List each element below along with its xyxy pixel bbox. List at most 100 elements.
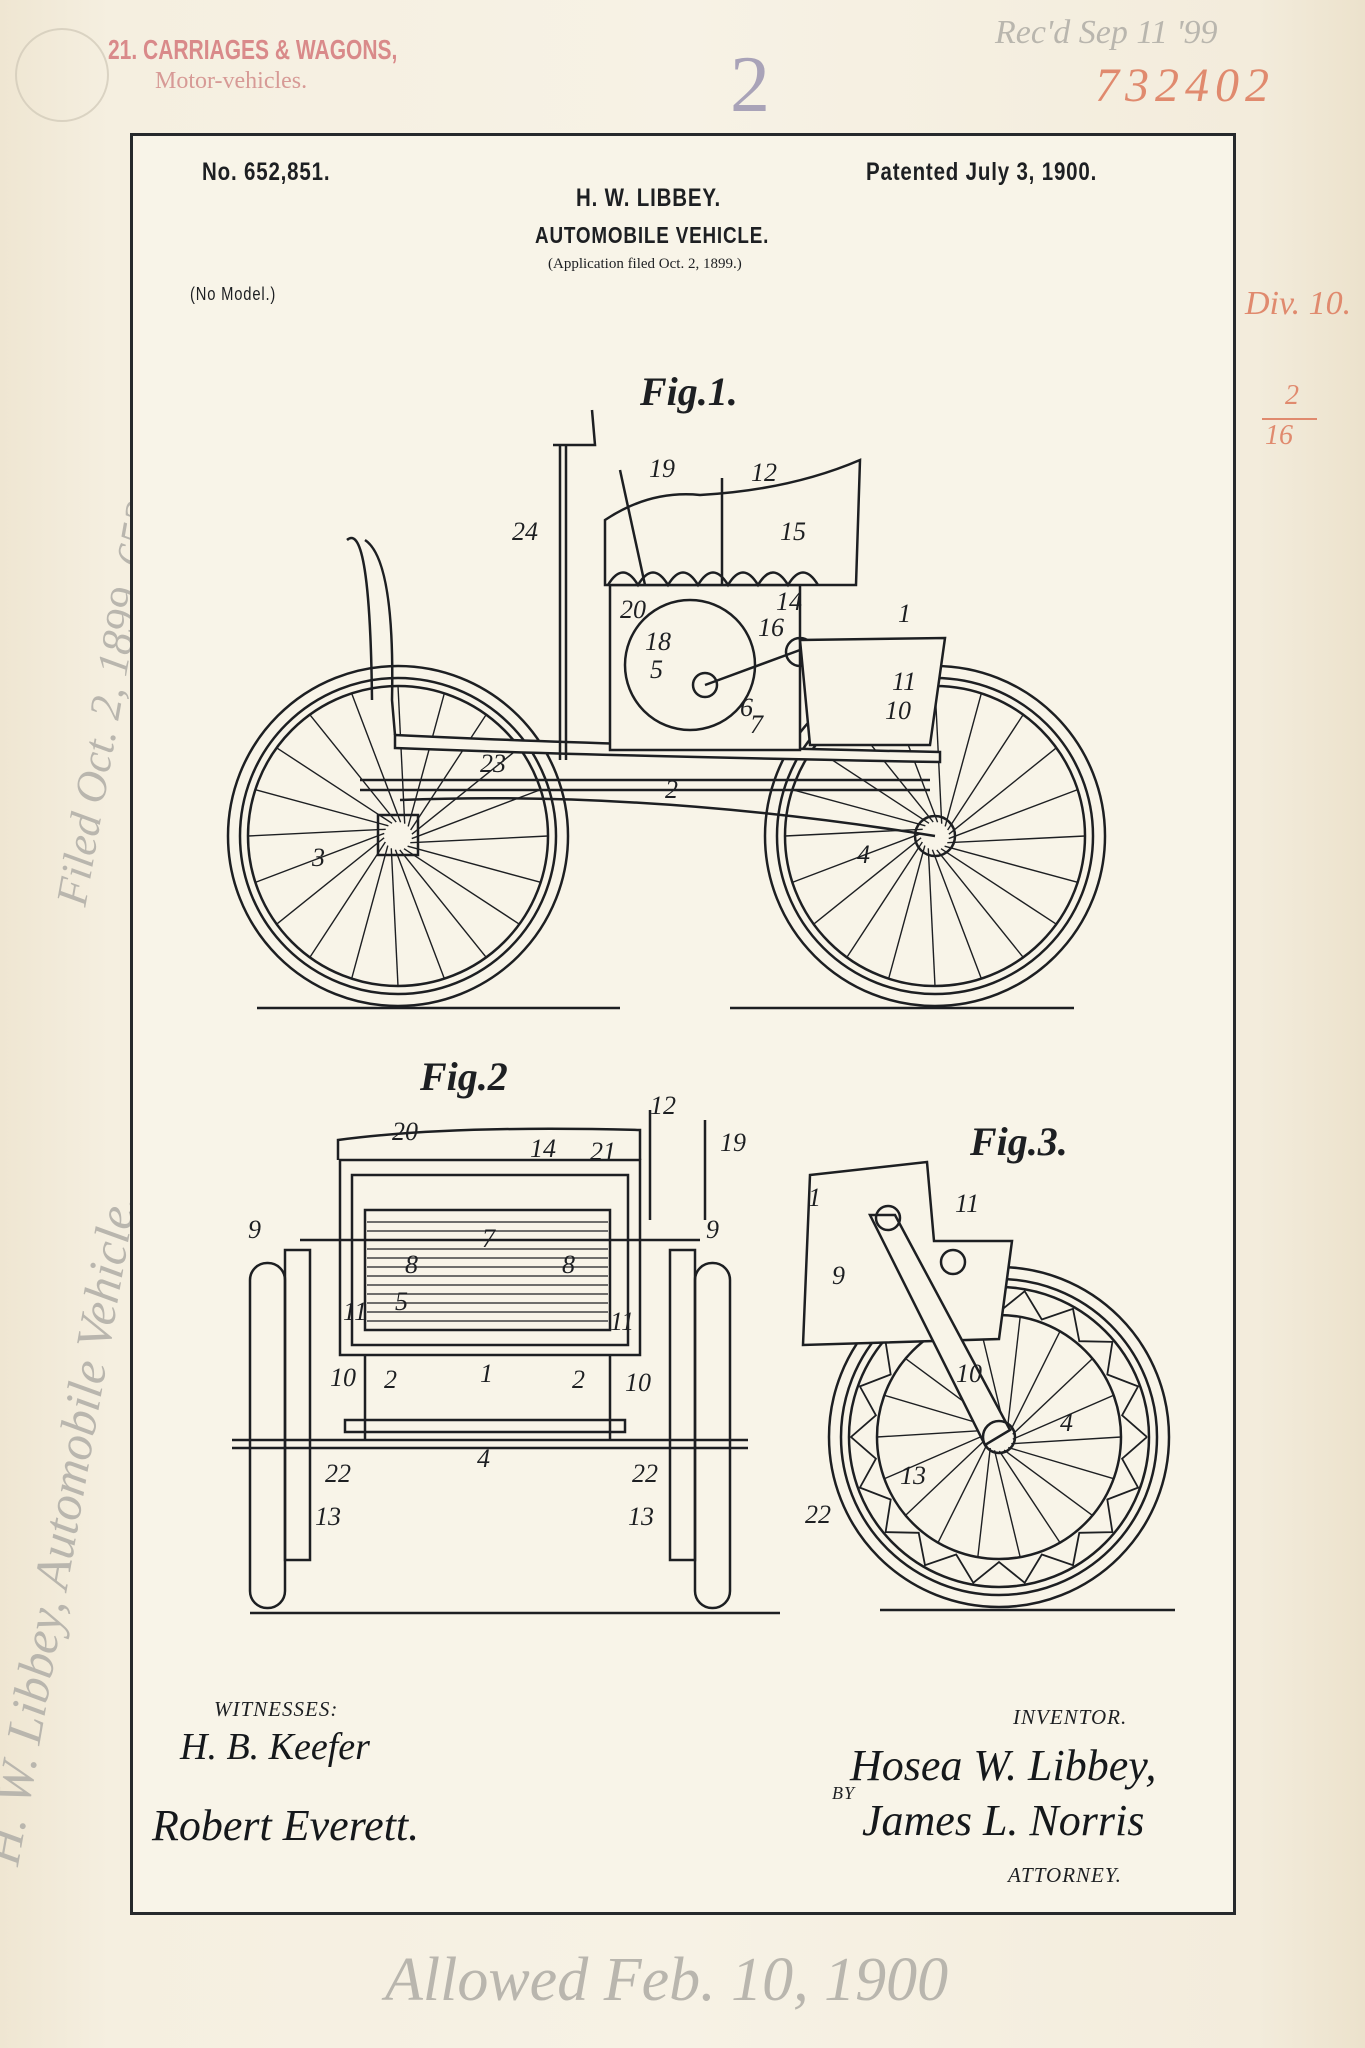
part-number-label: 12 (751, 458, 777, 487)
application-date: (Application filed Oct. 2, 1899.) (548, 256, 742, 272)
part-number-label: 7 (750, 710, 764, 739)
spoke (998, 1450, 1061, 1544)
part-number-label: 4 (477, 1444, 490, 1473)
seal-stamp (15, 28, 109, 122)
spoke (410, 714, 487, 831)
spoke (255, 832, 385, 884)
spoke (276, 837, 385, 925)
part-number-label: 22 (632, 1459, 658, 1488)
spoke (937, 1443, 988, 1543)
tire-outer (226, 664, 570, 1008)
part-number-label: 20 (392, 1117, 418, 1146)
part-number-label: 14 (776, 587, 802, 616)
patent-title: AUTOMOBILE VEHICLE. (535, 222, 770, 248)
spoke (1011, 1436, 1122, 1445)
received-note: Rec'd Sep 11 '99 (995, 14, 1218, 51)
spoke (947, 835, 1086, 844)
inventor-label: INVENTOR. (1013, 1705, 1128, 1729)
part-number-label: 15 (780, 517, 806, 546)
spoke (931, 849, 983, 979)
part-number-label: 19 (720, 1128, 746, 1157)
spoke (1010, 1331, 1061, 1431)
rim (246, 684, 550, 988)
lever-19 (618, 469, 647, 586)
axle-hatch (343, 1418, 627, 1434)
part-number-label: 19 (649, 454, 675, 483)
part-number-label: 22 (325, 1459, 351, 1488)
right-gear (668, 1248, 697, 1562)
figure-3: Fig.3. (801, 1119, 1175, 1612)
part-number-label: 1 (480, 1359, 493, 1388)
steering-handle (553, 409, 597, 447)
witness-signature-1: H. B. Keefer (180, 1726, 370, 1768)
spoke (394, 849, 446, 979)
seat-cushion (606, 571, 820, 588)
dashboard (364, 538, 397, 736)
spoke (977, 1447, 991, 1558)
spoke (403, 848, 520, 925)
spoke (947, 714, 1024, 831)
part-number-label: 7 (482, 1224, 496, 1253)
part-number-label: 1 (808, 1183, 821, 1212)
left-tire (248, 1261, 287, 1610)
inventor-signature: Hosea W. Libbey, (850, 1741, 1157, 1790)
spoke (1012, 1394, 1114, 1440)
part-number-label: 1 (898, 599, 911, 628)
spoke (884, 1434, 986, 1480)
patent-number: No. 652,851. (202, 158, 331, 186)
front-box (798, 636, 947, 747)
part-number-label: 3 (311, 843, 325, 872)
spoke (792, 832, 922, 884)
part-number-label: 9 (248, 1215, 261, 1244)
division-note: Div. 10. (1245, 285, 1352, 322)
pivot-11 (939, 1248, 967, 1276)
part-number-label: 14 (530, 1134, 556, 1163)
fraction-bar (1262, 418, 1317, 420)
engine-cylinder (363, 1208, 612, 1332)
hub (981, 1419, 1017, 1455)
seat-back (603, 458, 862, 587)
spoke (936, 849, 1024, 958)
allowed-note: Allowed Feb. 10, 1900 (385, 1946, 949, 2014)
part-number-label: 13 (628, 1502, 654, 1531)
part-number-label: 23 (480, 749, 506, 778)
part-number-label: 11 (343, 1297, 367, 1326)
attorney-signature: James L. Norris (862, 1796, 1145, 1845)
fig1-label: Fig.1. (639, 369, 738, 414)
part-number-label: 10 (885, 696, 911, 725)
figure-2: Fig.2 (232, 1054, 780, 1615)
spoke (948, 747, 1057, 835)
tire-inner (238, 676, 558, 996)
witness-signature-2: Robert Everett. (152, 1801, 420, 1850)
spoke (407, 693, 446, 827)
part-number-label: 16 (758, 613, 784, 642)
right-tire (693, 1261, 732, 1610)
spoke (399, 849, 487, 958)
part-number-label: 9 (706, 1215, 719, 1244)
rear-hub (913, 814, 957, 858)
dash-rail (346, 536, 374, 701)
part-number-label: 12 (650, 1091, 676, 1120)
part-number-label: 11 (610, 1307, 634, 1336)
spoke (792, 788, 926, 827)
spoke (1012, 1358, 1093, 1435)
inventor-name: H. W. LIBBEY. (576, 184, 722, 212)
classification-stamp-line2: Motor-vehicles. (155, 68, 308, 94)
part-number-label: 11 (955, 1189, 979, 1218)
fraction-top: 2 (1285, 380, 1299, 411)
spoke (309, 714, 397, 823)
fraction-bottom: 16 (1265, 420, 1293, 451)
part-number-label: 10 (956, 1359, 982, 1388)
part-number-label: 4 (1060, 1408, 1073, 1437)
spoke (255, 788, 389, 827)
no-model-note: (No Model.) (190, 284, 277, 304)
engine-cylinder (623, 598, 757, 732)
spoke (944, 693, 983, 827)
part-number-label: 2 (665, 775, 678, 804)
part-number-label: 2 (384, 1365, 397, 1394)
part-number-label: 22 (805, 1500, 831, 1529)
part-number-label: 10 (330, 1363, 356, 1392)
knuckle-arm (867, 1213, 1012, 1447)
spoke (948, 788, 1078, 840)
spoke (927, 848, 936, 987)
